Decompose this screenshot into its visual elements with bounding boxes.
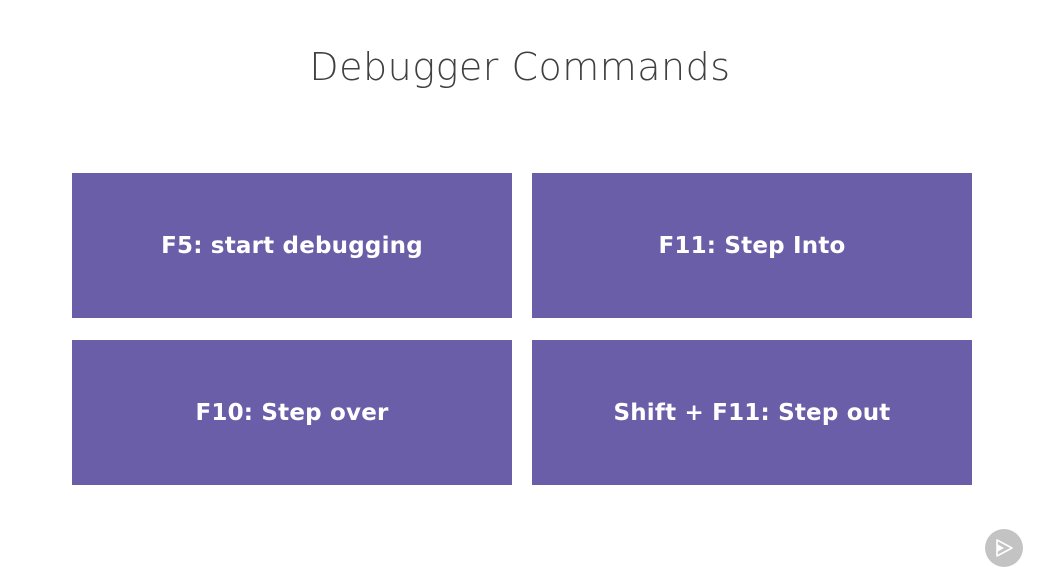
command-label: Shift + F11: Step out	[613, 399, 891, 426]
command-label: F11: Step Into	[658, 232, 846, 259]
command-tile-f11: F11: Step Into	[532, 173, 972, 318]
play-badge[interactable]	[985, 529, 1023, 567]
slide-title: Debugger Commands	[309, 45, 731, 89]
play-icon	[996, 539, 1013, 557]
command-tile-f10: F10: Step over	[72, 340, 512, 485]
command-tile-f5: F5: start debugging	[72, 173, 512, 318]
command-label: F5: start debugging	[161, 232, 423, 259]
command-label: F10: Step over	[195, 399, 389, 426]
command-tile-shift-f11: Shift + F11: Step out	[532, 340, 972, 485]
